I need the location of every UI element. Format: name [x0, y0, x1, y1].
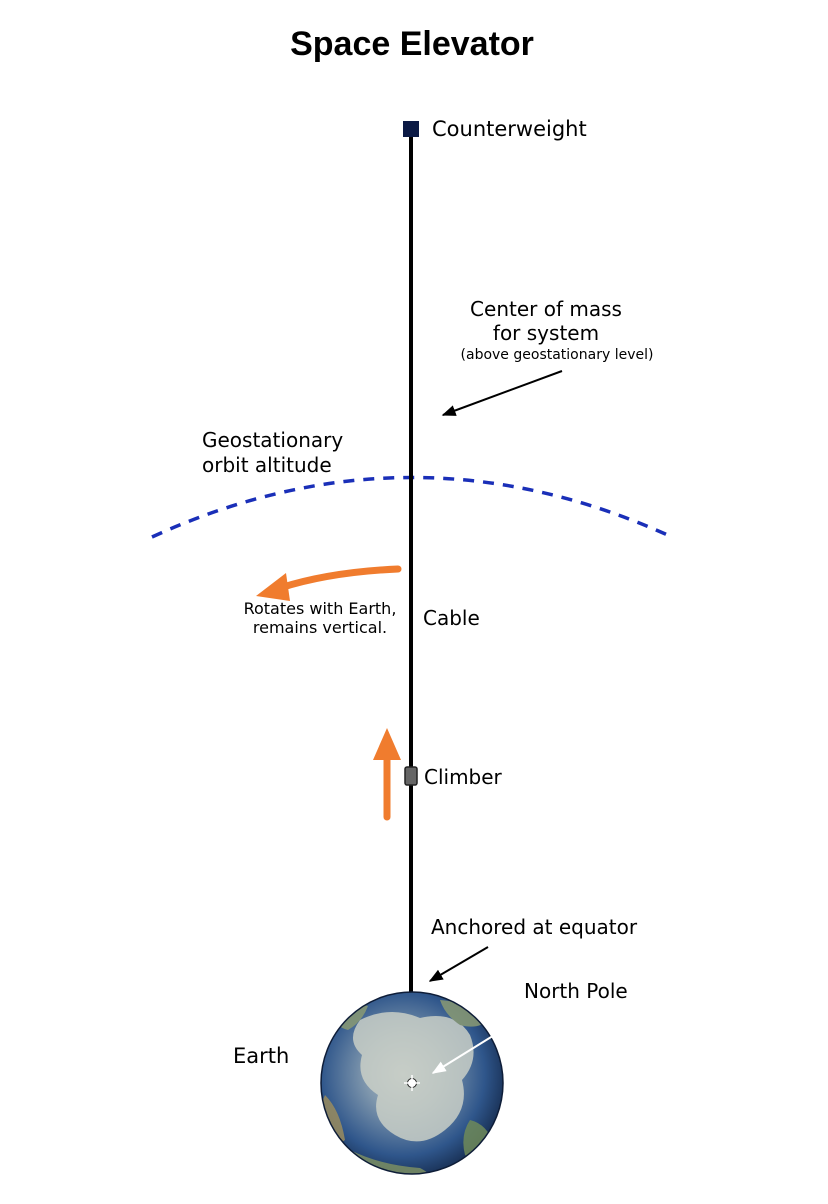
geostationary-label-line1: Geostationary [202, 428, 343, 452]
climb-arrow-head [373, 728, 401, 760]
north-pole-marker [404, 1075, 420, 1091]
rotation-arrow-head [256, 573, 290, 601]
earth-label: Earth [233, 1044, 289, 1068]
geostationary-label-line2: orbit altitude [202, 453, 332, 477]
counterweight-label: Counterweight [432, 117, 587, 141]
rotation-arrow-shaft [276, 565, 402, 592]
counterweight-block [403, 121, 419, 137]
north-pole-arrow [431, 1007, 539, 1074]
climber-box [404, 766, 418, 786]
anchored-arrow [428, 946, 489, 982]
climber-label: Climber [424, 765, 503, 789]
anchored-label: Anchored at equator [431, 915, 638, 939]
rotates-label-line2: remains vertical. [253, 618, 387, 637]
center-of-mass-note: (above geostationary level) [461, 347, 654, 363]
rotates-label-line1: Rotates with Earth, [244, 599, 397, 618]
center-of-mass-label-line2: for system [493, 321, 599, 345]
center-of-mass-arrow [441, 370, 563, 416]
cable-label: Cable [423, 606, 480, 630]
north-pole-label: North Pole [524, 979, 628, 1003]
center-of-mass-label-line1: Center of mass [470, 297, 622, 321]
diagram-title: Space Elevator [290, 25, 534, 63]
